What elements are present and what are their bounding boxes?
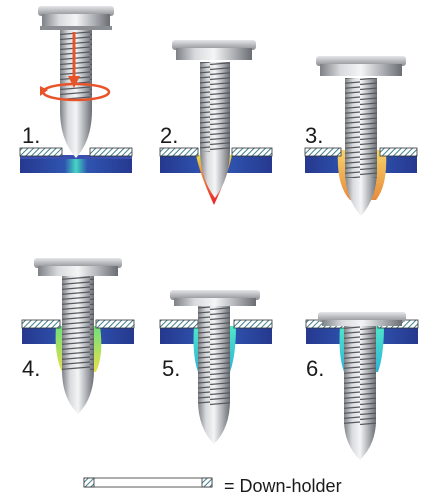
step-1-illustration — [19, 6, 133, 173]
step-3-label: 3. — [305, 123, 324, 148]
down-holder — [89, 147, 133, 157]
legend-label: = Down-holder — [224, 476, 342, 496]
step-2-illustration — [159, 40, 273, 205]
legend — [83, 477, 213, 488]
down-holder — [159, 147, 199, 157]
rotation-arrow-icon — [40, 82, 111, 102]
step-5-label: 5. — [162, 356, 181, 381]
down-holder — [231, 147, 273, 157]
flow-drill-screw — [34, 258, 122, 414]
down-holder — [19, 147, 63, 157]
flow-drill-screw — [172, 40, 256, 198]
sheet-metal — [20, 155, 132, 173]
flow-drill-screw — [318, 312, 406, 460]
down-holder — [304, 147, 342, 157]
down-holder — [233, 319, 273, 329]
down-holder — [95, 319, 135, 329]
down-holder — [159, 319, 199, 329]
flow-drill-screw — [38, 6, 114, 158]
flow-drill-screw — [316, 56, 406, 216]
down-holder — [21, 319, 61, 329]
step-4-illustration — [21, 258, 135, 414]
step-3-illustration — [304, 56, 418, 216]
down-holder — [379, 147, 418, 157]
step-6-illustration — [305, 312, 419, 460]
down-holder-legend-swatch — [83, 477, 213, 488]
step-5-illustration — [159, 290, 273, 444]
step-1-label: 1. — [22, 123, 41, 148]
step-4-label: 4. — [22, 356, 41, 381]
step-6-label: 6. — [306, 356, 325, 381]
step-2-label: 2. — [160, 123, 179, 148]
flow-drill-screw — [170, 290, 260, 444]
